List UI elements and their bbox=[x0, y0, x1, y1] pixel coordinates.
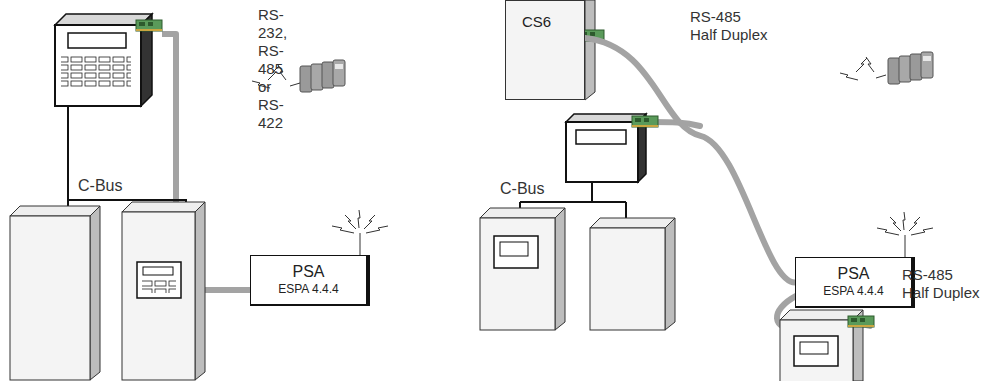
paging-system-box: PSAESPA 4.4.4 bbox=[795, 257, 915, 308]
node-title: CS6 bbox=[522, 13, 576, 31]
interface-label: RS-232, RS-485 or RS-422 bbox=[258, 6, 287, 132]
bus-label: C-Bus bbox=[78, 177, 122, 195]
node-subtitle: ESPA 4.4.4 bbox=[804, 284, 903, 299]
node-title: PSA bbox=[259, 262, 358, 282]
bus-cable bbox=[585, 38, 795, 283]
node-title: PSA bbox=[804, 264, 903, 284]
bus-label: C-Bus bbox=[500, 180, 544, 198]
interface-label: RS-485 Half Duplex bbox=[902, 266, 982, 302]
paging-system-box: PSAESPA 4.4.4 bbox=[250, 255, 370, 306]
node-subtitle: ESPA 4.4.4 bbox=[259, 282, 358, 297]
interface-label: RS-485 Half Duplex bbox=[690, 8, 770, 44]
cabinet-box: CS6 bbox=[505, 0, 585, 100]
